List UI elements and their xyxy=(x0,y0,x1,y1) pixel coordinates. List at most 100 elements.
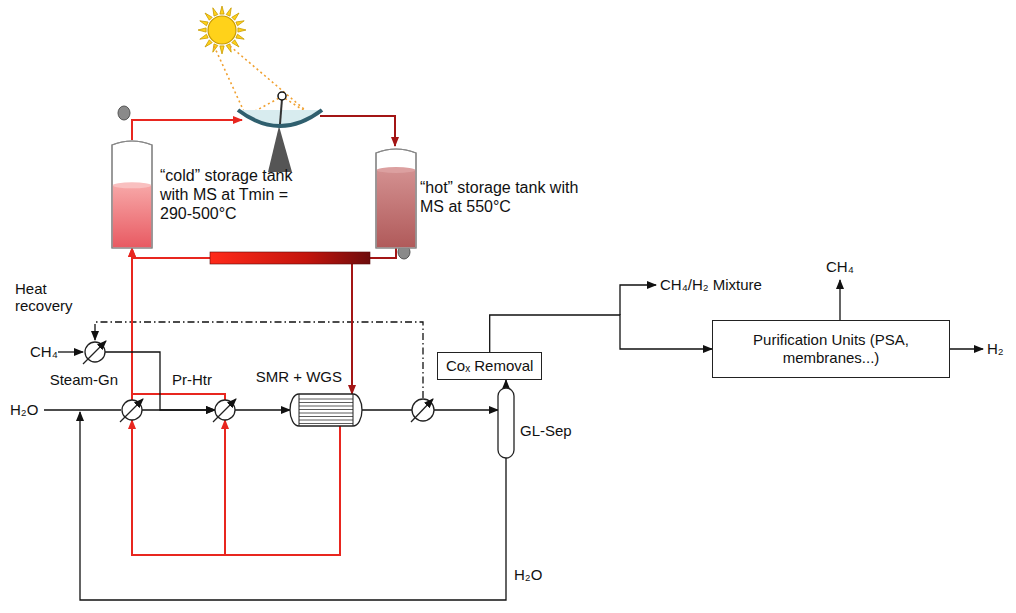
flow-connector xyxy=(490,315,712,352)
hot-storage-tank: “hot” storage tank with MS at 550°C xyxy=(376,148,416,248)
sun-icon xyxy=(198,6,246,54)
stream-label: H₂ xyxy=(987,340,1004,357)
diagram-stroke xyxy=(230,46,312,116)
flow-connector xyxy=(225,420,340,555)
equipment-label: “cold” storage tank with MS at Tmin = 29… xyxy=(160,166,320,224)
heat-recovery-exchanger: Heat recovery xyxy=(85,342,105,362)
diagram-stroke xyxy=(411,399,433,422)
diagram-stroke xyxy=(132,257,210,259)
diagram-stroke xyxy=(44,409,121,410)
equipment-label: SMR + WGS xyxy=(250,368,342,385)
diagram-stroke xyxy=(208,16,236,44)
sun-ray xyxy=(236,21,244,26)
pump-symbol xyxy=(118,106,410,259)
diagram-stroke xyxy=(280,99,282,124)
reactor-tube xyxy=(299,406,353,407)
cox-removal-box: Coₓ Removal xyxy=(437,352,542,380)
sun-ray xyxy=(200,34,208,39)
gas-liquid-separator: GL-Sep xyxy=(498,388,514,458)
equipment-label: Heat recovery xyxy=(15,280,90,315)
hot-storage-tank-shape xyxy=(376,148,416,248)
purification-box: Purification Units (PSA, membranes...) xyxy=(712,320,950,378)
cold-storage-tank-shape xyxy=(112,140,152,248)
equipment-label: Pr-Htr xyxy=(166,371,212,388)
sun-ray xyxy=(220,46,224,54)
molten-salt-loop xyxy=(132,116,395,258)
sun-ray xyxy=(205,40,212,47)
sun-ray xyxy=(226,44,231,52)
exchanger-arrow xyxy=(120,399,143,422)
steam-generator: Steam-Gn xyxy=(122,400,142,420)
heat-recovery-exchanger-shape xyxy=(85,342,105,362)
diagram-stroke xyxy=(58,351,83,352)
sun-ray xyxy=(238,28,246,32)
stream-label: CH₄/H₂ Mixture xyxy=(660,276,762,293)
reactor-tube xyxy=(299,423,353,424)
smr-reactor: SMR + WGS xyxy=(290,394,362,426)
diagram-stroke xyxy=(278,92,286,100)
reactor-tube xyxy=(299,413,353,414)
salt-heat-exchanger-bar xyxy=(210,252,370,264)
stream-label: CH₄ xyxy=(30,343,58,360)
flow-connector xyxy=(105,352,215,410)
steam-generator-shape xyxy=(122,400,142,420)
solar-dish xyxy=(238,92,322,172)
box-label: Coₓ Removal xyxy=(446,357,533,375)
equipment-label: GL-Sep xyxy=(520,422,590,439)
diagram-stroke xyxy=(118,106,130,120)
salt-surface xyxy=(377,167,416,173)
process-lines xyxy=(44,280,983,600)
tank-wall xyxy=(376,149,416,248)
sun-ray xyxy=(198,28,206,32)
sun-ray xyxy=(205,13,212,20)
tube-sheet xyxy=(353,394,354,426)
equipment-label: “hot” storage tank with MS at 550°C xyxy=(420,178,585,216)
diagram-stroke xyxy=(412,399,434,421)
sun-ray xyxy=(236,34,244,39)
reactor-tube xyxy=(299,420,353,421)
diagram-stroke xyxy=(268,126,292,172)
reactor-tube xyxy=(299,399,353,400)
box-label: Purification Units (PSA, membranes...) xyxy=(724,331,939,367)
diagram-stroke xyxy=(950,348,983,349)
flow-connector xyxy=(352,248,396,394)
tank-outline xyxy=(112,141,152,248)
sun-ray xyxy=(213,8,218,16)
molten-salt-fill xyxy=(377,170,416,247)
smr-reactor-shape xyxy=(290,394,362,426)
tank-wall xyxy=(112,141,152,248)
salt-surface xyxy=(113,182,152,188)
sun-ray xyxy=(232,13,239,20)
stream-label: CH₄ xyxy=(826,258,854,275)
equipment-label: Steam-Gn xyxy=(40,371,118,388)
sun-ray xyxy=(200,21,208,26)
diagram-stroke xyxy=(80,412,506,600)
separator-vessel xyxy=(498,388,514,458)
flow-connector xyxy=(235,409,290,410)
preheater-shape xyxy=(215,400,235,420)
diagram-stroke xyxy=(839,280,840,320)
diagram-stroke xyxy=(132,120,242,140)
sun-ray xyxy=(220,6,224,14)
reactor-tube xyxy=(299,416,353,417)
solar-rays xyxy=(214,46,312,116)
reactor-tube xyxy=(299,409,353,410)
sun-ray xyxy=(232,40,239,47)
stream-label: H₂O xyxy=(514,566,542,583)
reactor-tube xyxy=(299,402,353,403)
tube-sheet xyxy=(299,394,300,426)
tank-outline xyxy=(376,149,416,248)
reactor-shell xyxy=(290,394,362,426)
sun-ray xyxy=(226,8,231,16)
stream-label: H₂O xyxy=(10,401,38,418)
heat-exchanger-symbol xyxy=(411,399,434,422)
exchanger-arrow xyxy=(83,341,106,364)
exchanger-arrow xyxy=(213,399,236,422)
flow-connector xyxy=(505,380,506,388)
flow-connector xyxy=(132,248,225,400)
preheater: Pr-Htr xyxy=(215,400,235,420)
molten-salt-fill xyxy=(113,185,152,247)
